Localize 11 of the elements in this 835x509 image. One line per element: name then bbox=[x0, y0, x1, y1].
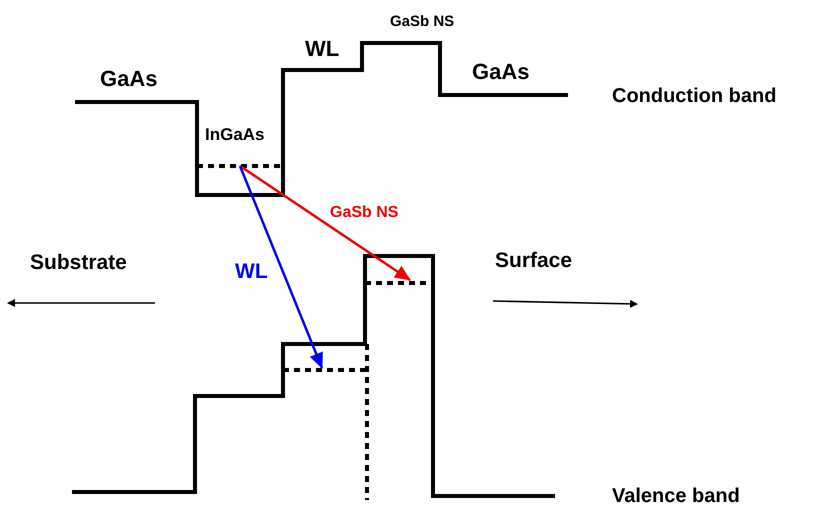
text-label: GaAs bbox=[472, 61, 530, 83]
text-label: Valence band bbox=[612, 486, 740, 506]
text-label: WL bbox=[305, 38, 340, 60]
text-label: WL bbox=[235, 261, 268, 282]
text-label: InGaAs bbox=[205, 126, 265, 143]
text-label: Substrate bbox=[30, 252, 127, 273]
text-label: GaSb NS bbox=[390, 14, 454, 29]
text-label: GaAs bbox=[100, 68, 158, 90]
text-label: Surface bbox=[495, 250, 572, 271]
text-label: GaSb NS bbox=[330, 205, 398, 221]
text-label: Conduction band bbox=[612, 86, 776, 106]
